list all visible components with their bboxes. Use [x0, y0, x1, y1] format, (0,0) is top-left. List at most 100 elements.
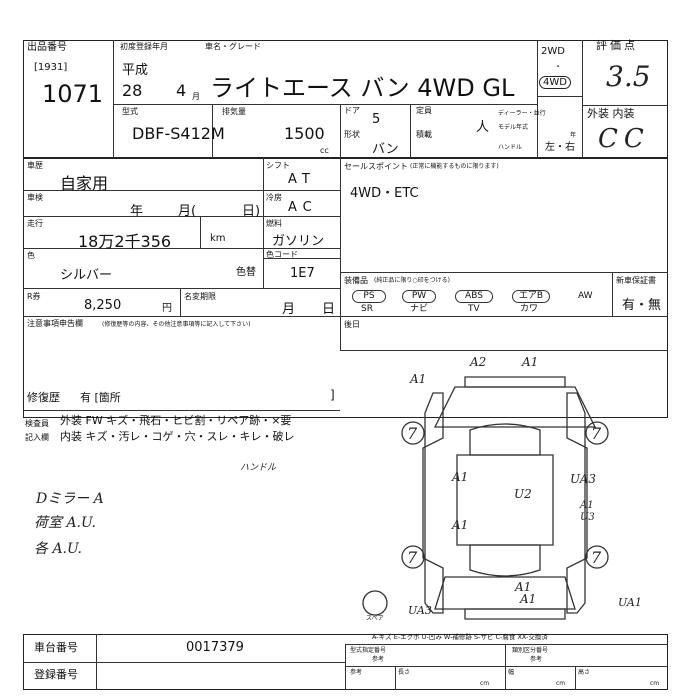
damage-legend: A-キズ E-エクボ U-凹み W-補修跡 S-サビ C-腐食 XX-交換済 — [372, 633, 548, 641]
inspector-row-interior: 内装 キズ・汚レ・コゲ・穴・スレ・キレ・破レ — [60, 430, 295, 443]
load-label: 積載 — [416, 130, 432, 139]
width-label: 幅 — [508, 669, 515, 676]
dealer-label: ディーラー・並行 — [498, 110, 546, 117]
usage-label: 車歴 — [27, 161, 43, 170]
car-diagram — [362, 376, 609, 620]
color-change-label: 色替 — [236, 267, 256, 278]
vehicle-name: ライトエース バン 4WD GL — [210, 74, 515, 102]
ac-label: 冷房 — [266, 193, 282, 202]
divider — [212, 104, 213, 158]
inspector-row-exterior: 外装 FW キズ・飛石・ヒビ割・リペア跡・×要 — [60, 414, 292, 427]
divider — [263, 158, 264, 248]
handwritten-note-2: 荷室 A.U. — [34, 515, 96, 531]
inspection-day: 日) — [242, 204, 261, 219]
recycle-unit: 円 — [162, 303, 172, 314]
divider — [96, 634, 97, 690]
header-frame — [23, 40, 668, 158]
color-code: 1E7 — [290, 266, 315, 281]
length-ref: 参考 — [350, 669, 363, 676]
damage-mark-front-a2: A2 — [470, 355, 487, 369]
recycle-value: 8,250 — [84, 298, 122, 313]
divider — [23, 316, 340, 317]
mileage-unit: km — [210, 233, 226, 244]
divider — [200, 216, 201, 248]
drive-2wd: 2WD — [541, 46, 565, 57]
damage-mark-right-a1: A1 — [580, 500, 594, 511]
divider — [263, 248, 264, 288]
handle-value: 左・右 — [545, 142, 575, 153]
model-label: 型式 — [122, 107, 138, 116]
tire-mark-front-right: 7 — [591, 424, 602, 443]
inspection-month: 月( — [178, 204, 197, 219]
lot-number: 1071 — [42, 80, 104, 108]
handwritten-note-1: Dミラー A — [36, 491, 104, 507]
name-change-label: 名変期限 — [184, 292, 216, 301]
height-label: 高さ — [578, 669, 591, 676]
divider — [23, 410, 340, 411]
equipment-ps: PS — [352, 290, 386, 303]
equipment-tv: TV — [468, 304, 480, 314]
color-code-label: 色コード — [266, 250, 298, 259]
divider — [505, 644, 506, 690]
shift-value: AT — [288, 172, 316, 187]
notes-sub: (修復歴等の内容、その他注意事項等に記入して下さい) — [102, 321, 251, 328]
capacity-label: 定員 — [416, 106, 432, 115]
vehicle-name-label: 車名・グレード — [205, 42, 261, 51]
score-label: 評価点 — [596, 39, 638, 52]
repair-label: 修復歴 — [27, 391, 60, 404]
lot-code: [1931] — [34, 62, 68, 73]
damage-mark-rear-a1: A1 — [515, 580, 532, 594]
length-label: 長さ — [398, 669, 411, 676]
chassis-value: 0017379 — [186, 640, 244, 655]
divider — [23, 216, 340, 217]
divider — [23, 662, 345, 663]
displacement-label: 排気量 — [222, 107, 246, 116]
divider — [345, 644, 668, 645]
inspector-label-1: 検査員 — [25, 419, 49, 428]
inspection-year: 年 — [130, 204, 144, 219]
shift-label: シフト — [266, 161, 290, 170]
inspection-label: 車検 — [27, 193, 43, 202]
divider — [23, 288, 340, 289]
damage-mark-right-u3: U3 — [580, 512, 595, 523]
equipment-label: 装備品 — [344, 276, 368, 285]
registration-year: 28 — [122, 81, 143, 100]
score-value: 3.5 — [606, 60, 651, 93]
equipment-aw: AW — [578, 291, 593, 301]
model-year-label: モデル年式 — [498, 124, 529, 131]
registration-era: 平成 — [122, 63, 149, 78]
fuel-label: 燃料 — [266, 219, 282, 228]
model-designation-label: 型式指定番号 — [350, 647, 387, 654]
damage-mark-left-front: A1 — [410, 372, 427, 386]
divider — [537, 40, 538, 158]
tire-mark-rear-right: 7 — [591, 548, 602, 567]
equipment-navi: ナビ — [410, 304, 429, 314]
sales-point-label: セールスポイント — [344, 162, 408, 171]
damage-mark-rear-ua3: UA3 — [408, 604, 432, 617]
inspector-label-2: 記入欄 — [25, 433, 49, 442]
divider — [537, 96, 582, 97]
fuel-value: ガソリン — [272, 234, 325, 249]
color-label: 色 — [27, 251, 35, 260]
equipment-note: (純正品に限り○印をつける) — [374, 277, 450, 284]
sales-point-value: 4WD・ETC — [350, 186, 419, 201]
warranty-label: 新車保証書 — [616, 276, 656, 285]
equipment-sr: SR — [361, 304, 373, 314]
color-value: シルバー — [60, 268, 113, 283]
doors-label: ドア — [344, 106, 360, 115]
equipment-airbag: エアB — [512, 290, 550, 303]
inspector-handle-note: ハンドル — [240, 463, 277, 473]
recycle-label: R券 — [27, 292, 41, 301]
equipment-pw: PW — [402, 290, 436, 303]
model-year-unit: 年 — [570, 132, 577, 139]
chassis-label: 車台番号 — [34, 641, 78, 654]
tire-mark-rear-left: 7 — [407, 548, 418, 567]
damage-mark-rear-a1-2: A1 — [520, 592, 537, 606]
name-change-month: 月 — [282, 302, 296, 317]
length-unit: cm — [480, 680, 490, 687]
divider — [345, 644, 346, 690]
divider — [340, 316, 668, 317]
category-ref: 参考 — [530, 656, 543, 663]
registration-label: 初度登録年月 — [120, 42, 168, 51]
tire-mark-front-left: 7 — [407, 424, 418, 443]
